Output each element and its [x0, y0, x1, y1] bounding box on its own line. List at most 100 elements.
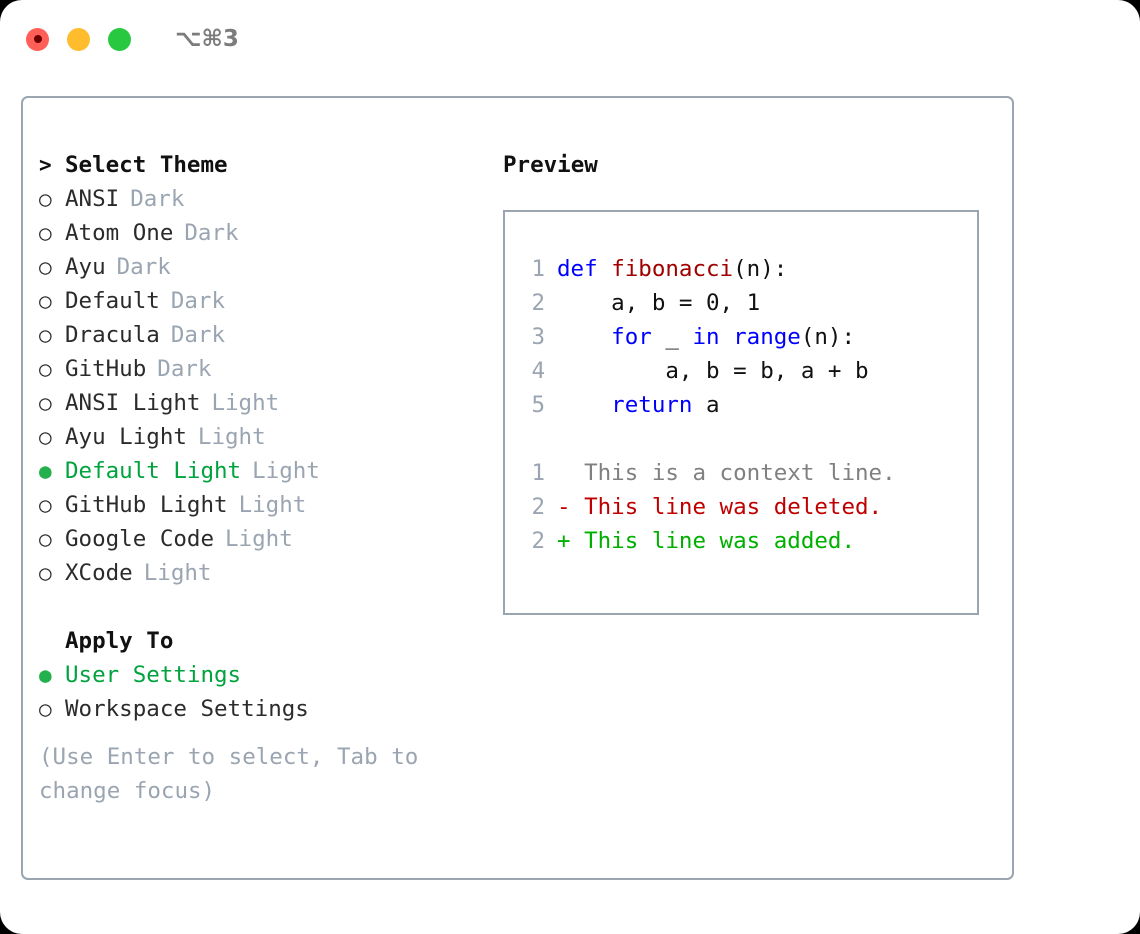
code-line: 2 a, b = 0, 1 [523, 286, 977, 320]
radio-unselected-icon: ○ [39, 527, 52, 551]
code-token: return [557, 392, 707, 418]
code-line: 3 for _ in range(n): [523, 320, 977, 354]
theme-category-tag: Dark [184, 220, 239, 246]
minimize-dot-icon[interactable] [67, 27, 90, 51]
code-line: 5 return a [523, 388, 977, 422]
theme-list-item[interactable]: ○ Dracula Dark [39, 318, 485, 352]
radio-unselected-icon: ○ [39, 289, 52, 313]
radio-unselected-icon: ○ [39, 187, 52, 211]
keyboard-shortcut-label: ⌥⌘3 [175, 26, 239, 52]
radio-unselected-icon: ○ [39, 561, 52, 585]
apply-to-marker-placeholder [39, 624, 65, 658]
theme-name: Dracula [65, 322, 160, 348]
theme-name: Atom One [65, 220, 174, 246]
theme-name: ANSI [65, 186, 120, 212]
theme-list-item[interactable]: ○ XCode Light [39, 556, 485, 590]
radio-selected-icon: ● [39, 663, 52, 687]
theme-name: Default [65, 288, 160, 314]
theme-name: GitHub Light [65, 492, 228, 518]
line-number: 3 [531, 324, 545, 350]
line-number: 2 [531, 528, 545, 554]
theme-name: GitHub [65, 356, 147, 382]
theme-category-tag: Dark [157, 356, 212, 382]
apply-to-title: Apply To [65, 628, 174, 654]
code-token: a, b = b, a + b [557, 358, 869, 384]
line-number: 4 [531, 358, 545, 384]
theme-list-item[interactable]: ○ GitHub Light Light [39, 488, 485, 522]
radio-unselected-icon: ○ [39, 357, 52, 381]
code-token: def [557, 256, 612, 282]
select-theme-header: > Select Theme [39, 148, 485, 182]
theme-name: XCode [65, 560, 133, 586]
theme-category-tag: Light [252, 458, 320, 484]
theme-category-tag: Dark [170, 322, 226, 348]
theme-name: Default Light [65, 458, 242, 484]
recording-indicator-icon [33, 35, 42, 43]
radio-selected-icon: ● [39, 459, 52, 483]
apply-to-list: ● User Settings ○ Workspace Settings [39, 658, 485, 726]
theme-list-item[interactable]: ○ ANSI Dark [39, 182, 485, 216]
theme-name: Ayu Light [65, 424, 187, 450]
theme-name: Google Code [65, 526, 215, 552]
diff-text: This is a context line. [557, 460, 896, 486]
theme-category-tag: Dark [130, 186, 185, 212]
diff-line: 2 - This line was deleted. [523, 490, 977, 524]
code-token: range [733, 324, 801, 350]
select-theme-title: Select Theme [65, 152, 228, 178]
theme-list-item[interactable]: ○ Default Dark [39, 284, 485, 318]
theme-category-tag: Light [143, 560, 212, 586]
line-number: 2 [531, 494, 545, 520]
code-token: in [692, 324, 734, 350]
diff-text: + This line was added. [557, 528, 856, 554]
apply-to-option[interactable]: ○ Workspace Settings [39, 692, 485, 726]
radio-unselected-icon: ○ [39, 391, 52, 415]
apply-to-header: Apply To [39, 624, 485, 658]
line-number: 5 [531, 392, 545, 418]
theme-category-tag: Light [211, 390, 280, 416]
theme-list-item[interactable]: ○ Atom One Dark [39, 216, 485, 250]
theme-category-tag: Light [225, 526, 293, 552]
theme-list-item[interactable]: ● Default Light Light [39, 454, 485, 488]
header-caret-icon: > [39, 153, 52, 177]
code-token: for [557, 324, 666, 350]
apply-to-label: User Settings [65, 662, 242, 688]
theme-list-item[interactable]: ○ GitHub Dark [39, 352, 485, 386]
line-number: 1 [531, 460, 545, 486]
code-diff-gap [523, 422, 977, 456]
radio-unselected-icon: ○ [39, 493, 52, 517]
radio-unselected-icon: ○ [39, 323, 52, 347]
diff-sample: 1 This is a context line. 2 - This line wa… [523, 456, 977, 558]
code-token: (n): [733, 256, 788, 282]
radio-unselected-icon: ○ [39, 425, 52, 449]
apply-to-label: Workspace Settings [65, 696, 309, 722]
radio-unselected-icon: ○ [39, 221, 52, 245]
theme-category-tag: Dark [170, 288, 226, 314]
preview-title: Preview [503, 152, 598, 178]
close-dot-icon[interactable] [26, 27, 49, 51]
code-token: a, b = 0, 1 [557, 290, 761, 316]
window-controls [26, 27, 131, 51]
diff-line: 1 This is a context line. [523, 456, 977, 490]
code-token: _ [665, 324, 693, 350]
radio-unselected-icon: ○ [39, 255, 52, 279]
code-token: fibonacci [611, 256, 734, 282]
apply-to-option[interactable]: ● User Settings [39, 658, 485, 692]
radio-unselected-icon: ○ [39, 697, 52, 721]
code-token: a [706, 392, 720, 418]
theme-name: Ayu [65, 254, 106, 280]
theme-list-item[interactable]: ○ Google Code Light [39, 522, 485, 556]
line-number: 2 [531, 290, 545, 316]
maximize-dot-icon[interactable] [108, 27, 131, 51]
theme-category-tag: Light [238, 492, 307, 518]
diff-text: - This line was deleted. [557, 494, 883, 520]
